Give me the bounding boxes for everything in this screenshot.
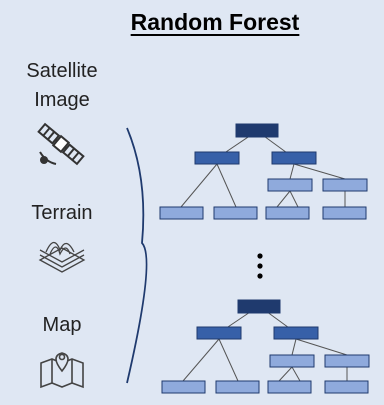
tree-top — [159, 123, 368, 220]
tree-node — [322, 206, 367, 220]
diagram-title: Random Forest — [130, 9, 300, 35]
tree-bottom — [161, 299, 370, 394]
tree-node — [322, 178, 368, 192]
tree-node — [159, 206, 204, 220]
tree-node — [213, 206, 258, 220]
brace — [126, 127, 148, 384]
tree-node — [267, 380, 312, 394]
terrain-label: Terrain — [31, 202, 93, 224]
tree-node — [324, 380, 369, 394]
tree-node — [269, 354, 315, 368]
tree-node — [161, 380, 206, 394]
tree-node — [215, 380, 260, 394]
tree-node — [265, 206, 310, 220]
satellite-label-line1: Satellite — [26, 60, 98, 82]
tree-node — [324, 354, 370, 368]
tree-node — [196, 326, 242, 340]
tree-node — [235, 123, 279, 138]
ellipsis-dots — [257, 253, 263, 279]
tree-node — [271, 151, 317, 165]
tree-node — [267, 178, 313, 192]
tree-node — [237, 299, 281, 314]
tree-node — [273, 326, 319, 340]
terrain-icon — [38, 241, 86, 273]
satellite-label-line2: Image — [34, 89, 90, 111]
map-label: Map — [42, 314, 82, 336]
map-icon — [40, 352, 84, 389]
satellite-icon — [37, 122, 85, 166]
tree-node — [194, 151, 240, 165]
